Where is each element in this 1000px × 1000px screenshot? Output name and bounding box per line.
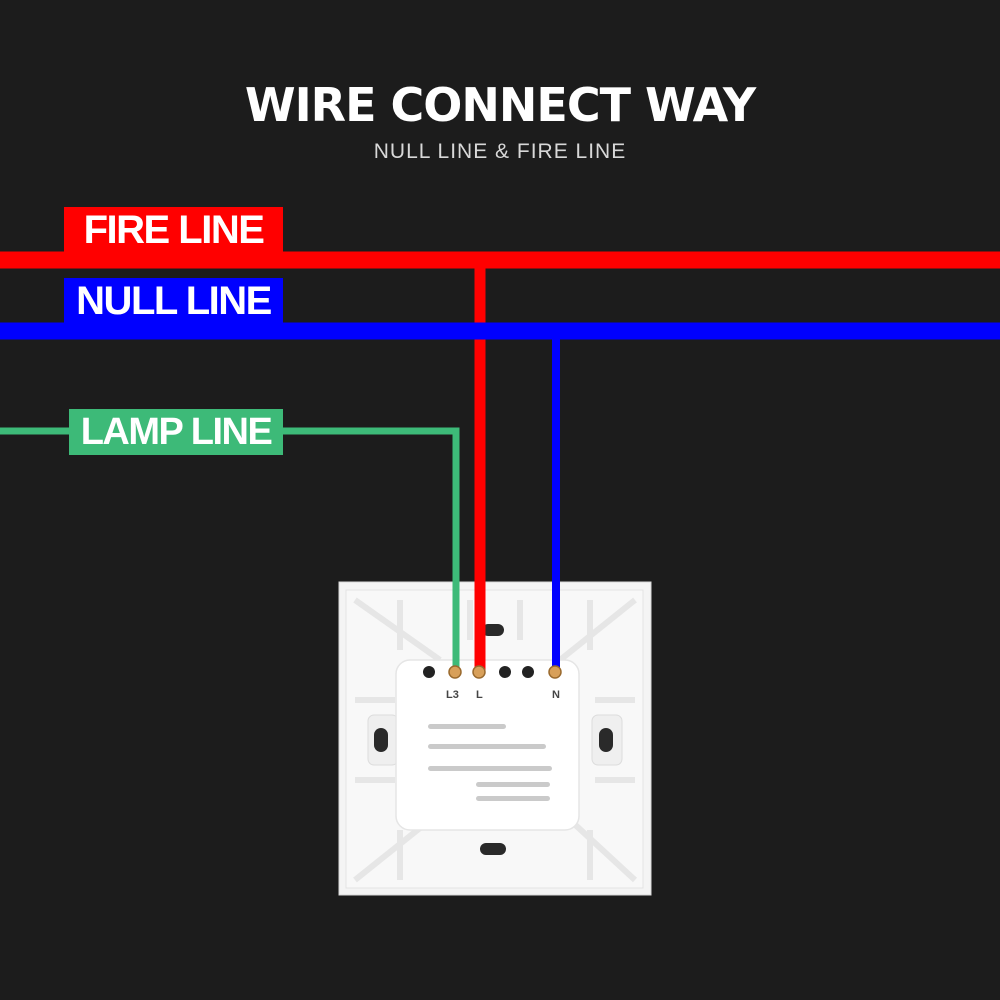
terminal-contacts — [448, 665, 562, 679]
switch-module — [395, 659, 580, 831]
page-subtitle: NULL LINE & FIRE LINE — [373, 140, 627, 163]
fire-line-label: FIRE LINE — [64, 207, 283, 253]
terminal-label-l3: L3 — [446, 689, 459, 701]
null-line-wire — [0, 322, 1000, 672]
null-line-label: NULL LINE — [64, 278, 283, 324]
terminal-label-n: N — [552, 689, 560, 701]
lamp-line-label: LAMP LINE — [69, 409, 283, 455]
page-title: WIRE CONNECT WAY — [244, 78, 756, 132]
terminal-label-l: L — [476, 689, 483, 701]
